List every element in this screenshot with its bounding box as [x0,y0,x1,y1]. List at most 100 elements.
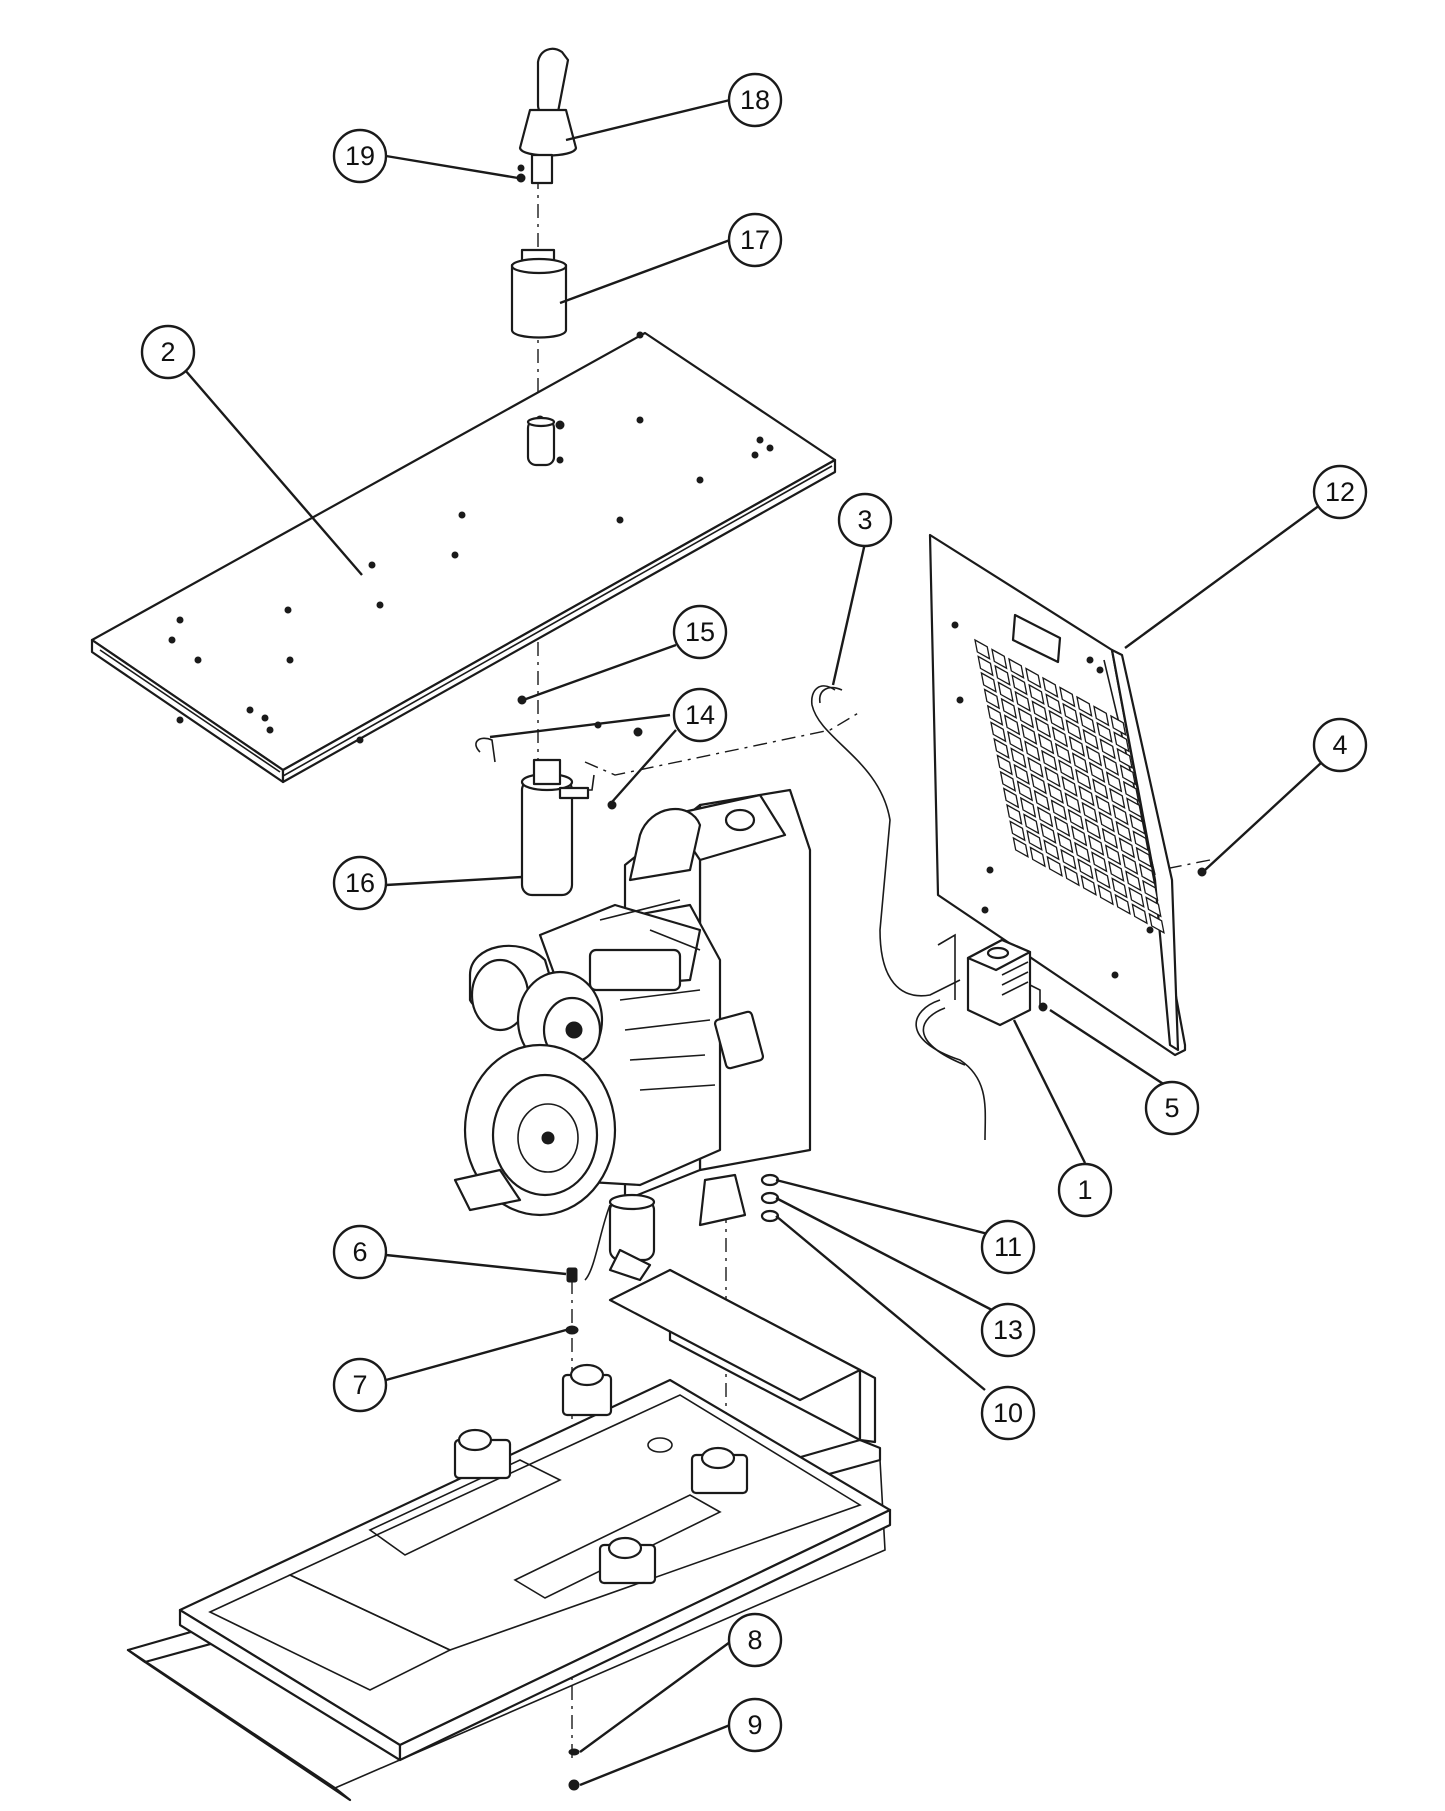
callout-circle [980,1219,1036,1275]
grille-cell [1057,832,1074,854]
callout-11: 11 [980,1219,1036,1275]
callout-circle [672,604,728,660]
grille-cell [1045,693,1062,715]
grille-cell [1096,721,1113,743]
callout-circle [1312,464,1368,520]
grille-cell [1078,785,1095,807]
grille-cell [974,638,991,660]
grille-cell [1027,756,1044,778]
grille-cell [977,655,994,677]
grille-cell [1129,813,1146,835]
callout-circle [980,1385,1036,1441]
callout-number: 11 [994,1232,1022,1262]
grille-cell [1125,870,1142,892]
part-muffler [475,695,617,897]
grille-cell [1098,811,1115,833]
grille-cell [1020,723,1038,745]
callout-number: 2 [160,337,175,367]
grille-cell [990,721,1007,743]
grille-cell [1109,787,1126,809]
grille-cell [1009,820,1026,842]
leader-lines [184,98,1336,1787]
callout-10: 10 [980,1385,1036,1441]
grille-cell [1104,844,1122,866]
grille-cell [1013,763,1030,785]
callout-number: 7 [352,1370,367,1400]
callout-circle [727,212,783,268]
grille-cell [1071,752,1089,774]
grille-cell [1095,794,1112,816]
grille-cell [1065,719,1082,741]
grille-cell [1082,728,1099,750]
grille-cell [1034,716,1052,738]
callout-number: 15 [685,617,715,647]
grille-cell [1058,759,1075,781]
callout-circle [727,72,783,128]
grille-cell [1081,801,1098,823]
grille-cell [1080,874,1097,896]
grille-cell [1076,695,1093,717]
grille-cell [1118,837,1136,859]
grille-cell [1012,836,1029,858]
grille-cell [1033,789,1051,811]
grille-cell [1016,780,1034,802]
grille-cell [1051,726,1069,748]
callout-4: 4 [1312,717,1368,773]
callout-3: 3 [837,492,893,548]
callout-circle [727,1697,783,1753]
part-wire-harness [810,685,987,1141]
grille-cell [1023,813,1040,835]
callout-circle [727,1612,783,1668]
grille-cell [1135,846,1153,868]
callout-5: 5 [1144,1080,1200,1136]
callout-8: 8 [727,1612,783,1668]
grille-cell [1000,697,1018,719]
grille-cell [1067,808,1085,830]
callout-18: 18 [727,72,783,128]
grille-cell [1092,778,1109,800]
grille-cell [1091,851,1108,873]
callout-1: 1 [1057,1162,1113,1218]
part-engine-assembly [453,788,812,1282]
grille-cell [1110,714,1127,736]
grille-cell [980,671,997,693]
callout-circle [1144,1080,1200,1136]
grille-cell [1059,686,1076,708]
grille-cell [1084,818,1102,840]
grille-cell [986,704,1004,726]
callout-number: 10 [993,1398,1023,1428]
grille-cell [1029,846,1046,868]
grille-cell [1037,733,1055,755]
grille-cell [1024,740,1041,762]
callout-circle [672,687,728,743]
grille-cell [1121,853,1139,875]
grille-cell [1077,858,1094,880]
grille-cell [1050,799,1068,821]
grille-cell [1088,761,1106,783]
grille-cell [1010,747,1027,769]
grille-cell [1011,674,1028,696]
callout-circle [332,1357,388,1413]
grille-cell [1148,912,1165,934]
engine-mount-isolators [453,1363,749,1585]
callout-circle [1057,1162,1113,1218]
callout-number: 8 [747,1625,762,1655]
grille-cell [1115,820,1132,842]
grille-cell [1019,796,1037,818]
callout-15: 15 [672,604,728,660]
grille-cell [1008,657,1025,679]
grille-cell [1087,834,1105,856]
grille-cell [1043,839,1060,861]
grille-cell [1040,822,1057,844]
part-control-box [937,933,1048,1027]
grille-cell [1099,738,1116,760]
callout-circle [332,1224,388,1280]
callout-2: 2 [140,324,196,380]
grille-cell [997,681,1014,703]
callout-number: 4 [1332,730,1347,760]
grille-cell [1028,683,1045,705]
grille-cell [1042,676,1059,698]
grille-cell [1014,690,1031,712]
